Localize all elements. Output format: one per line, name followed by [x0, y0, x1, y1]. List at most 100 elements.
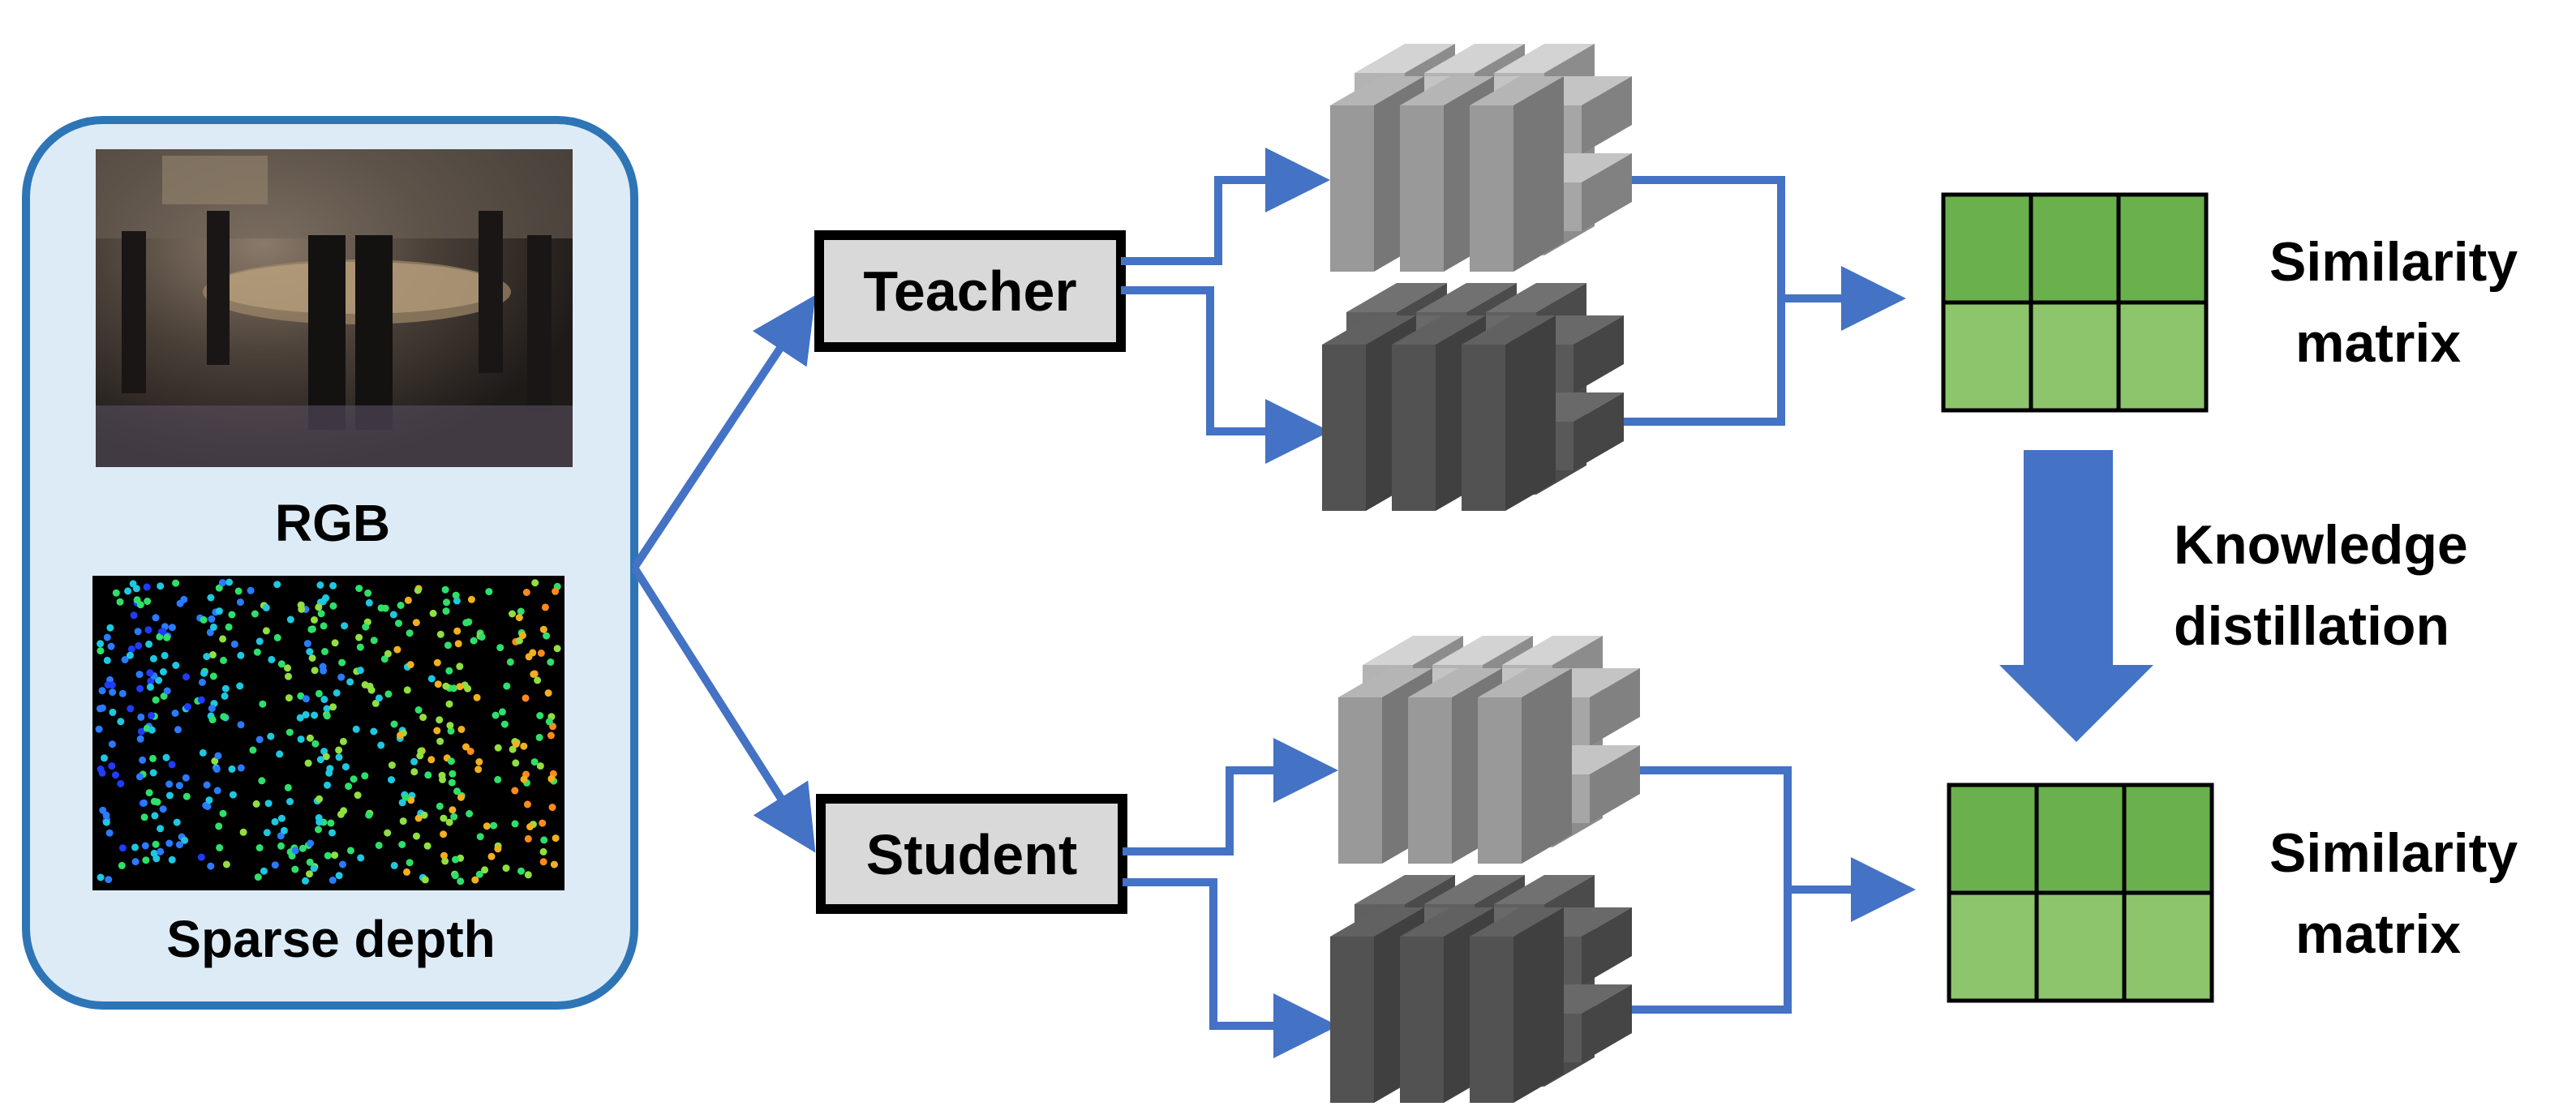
depth-point — [252, 800, 260, 808]
depth-point — [225, 623, 233, 631]
depth-point — [339, 860, 346, 868]
depth-point — [285, 672, 292, 680]
depth-point — [328, 829, 336, 837]
depth-point — [365, 598, 373, 607]
depth-point — [338, 658, 346, 667]
depth-point — [451, 872, 459, 880]
depth-point — [320, 622, 328, 630]
depth-point — [152, 696, 160, 704]
matrix-cell — [2029, 300, 2121, 413]
depth-point — [412, 619, 420, 627]
depth-point — [207, 862, 215, 870]
depth-point — [160, 693, 168, 700]
depth-point — [339, 737, 347, 745]
teacher-similarity-matrix — [1941, 192, 2209, 413]
depth-point — [146, 669, 154, 677]
depth-point — [522, 589, 530, 596]
depth-point — [215, 607, 223, 615]
depth-point — [183, 703, 191, 710]
depth-point — [462, 743, 470, 751]
student-box-frame — [816, 794, 1127, 914]
depth-point — [483, 822, 491, 830]
depth-point — [328, 877, 337, 884]
depth-point — [543, 632, 551, 640]
depth-point — [457, 726, 466, 733]
depth-point — [456, 663, 464, 671]
depth-point — [276, 750, 284, 758]
depth-point — [262, 603, 270, 611]
teacher-label: Teacher — [863, 259, 1076, 323]
matrix-cell — [2122, 890, 2214, 1003]
depth-point — [118, 689, 127, 697]
depth-point — [149, 654, 157, 663]
input-arrows — [630, 294, 816, 853]
depth-point — [457, 877, 465, 886]
depth-point — [444, 641, 452, 650]
arrow-to-teacher — [630, 294, 816, 570]
depth-point — [298, 844, 307, 852]
depth-point — [149, 769, 157, 777]
depth-point — [162, 753, 170, 761]
depth-point — [361, 772, 369, 780]
depth-point — [286, 798, 294, 805]
depth-point — [148, 726, 156, 734]
depth-point — [277, 660, 286, 668]
depth-point — [552, 587, 560, 595]
depth-point — [263, 829, 271, 837]
depth-point — [291, 847, 299, 855]
depth-point — [124, 587, 132, 595]
depth-point — [112, 589, 120, 597]
sparse-depth-image — [92, 576, 565, 890]
depth-point — [457, 793, 465, 801]
depth-point — [357, 854, 365, 862]
depth-point — [258, 777, 266, 785]
depth-point — [159, 805, 167, 813]
depth-point — [98, 769, 106, 777]
depth-point — [335, 746, 343, 754]
depth-point — [141, 842, 149, 850]
depth-point — [475, 870, 483, 878]
depth-point — [324, 781, 331, 789]
depth-point — [209, 623, 217, 631]
depth-point — [485, 588, 493, 596]
depth-point — [131, 843, 139, 851]
depth-point — [475, 758, 483, 765]
depth-point — [496, 644, 504, 652]
depth-point — [264, 800, 273, 808]
depth-point — [306, 734, 314, 742]
depth-point — [355, 585, 363, 593]
matrix-cell — [2029, 192, 2121, 305]
depth-point — [512, 740, 520, 748]
depth-point — [143, 583, 151, 591]
depth-point — [452, 856, 459, 864]
depth-point — [251, 610, 259, 618]
depth-point — [367, 686, 376, 694]
rgb-label: RGB — [275, 494, 390, 552]
teacher-merge-bracket — [1622, 176, 1785, 426]
depth-point — [322, 753, 330, 761]
depth-point — [370, 637, 378, 645]
matrix-cell — [2116, 192, 2209, 305]
depth-point — [200, 669, 208, 677]
depth-point — [397, 731, 404, 740]
depth-point — [197, 853, 205, 861]
depth-point — [350, 775, 358, 783]
depth-point — [228, 611, 236, 619]
depth-point — [297, 735, 305, 744]
depth-point — [323, 712, 331, 720]
depth-point — [117, 718, 125, 726]
depth-point — [316, 795, 324, 803]
depth-point — [175, 782, 183, 790]
depth-point — [441, 585, 449, 594]
depth-point — [494, 744, 502, 752]
depth-point — [371, 699, 380, 707]
depth-point — [159, 628, 167, 636]
depth-point — [423, 842, 431, 850]
depth-point — [370, 727, 378, 735]
depth-point — [398, 841, 406, 848]
depth-point — [377, 741, 385, 749]
depth-point — [506, 658, 514, 666]
depth-point — [157, 825, 165, 833]
depth-point — [255, 844, 264, 851]
depth-point — [208, 716, 217, 724]
